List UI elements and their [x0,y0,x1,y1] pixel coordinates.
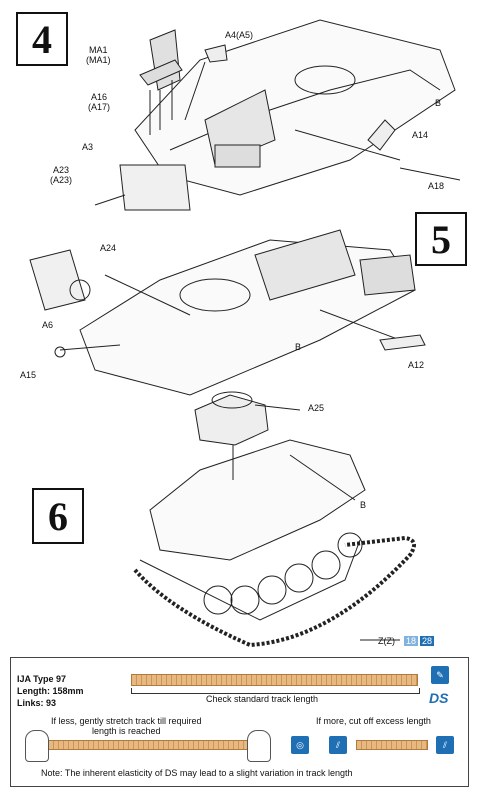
label-a15: A15 [20,370,37,380]
right-hand-icon [247,730,271,762]
step6-hull [149,439,366,561]
track-model: IJA Type 97 [17,674,67,684]
stretch-track-strip [33,740,265,750]
track-badge-28: 28 [420,636,435,646]
stretch-icon: ◎ [291,736,309,754]
label-ma1: MA1 (MA1) [86,45,111,65]
label-a4: A4(A5) [225,30,254,40]
if-less-text: If less, gently stretch track till requi… [51,716,202,736]
ds-logo: DS [429,690,449,706]
measure-line [131,688,420,694]
label-a23: A23 (A23) [50,165,73,185]
label-a6: A6 [42,320,54,330]
step-4-box: 4 [16,12,68,66]
step-6-box: 6 [32,488,84,544]
track-strip [131,674,418,686]
step-5-number: 5 [431,216,451,262]
glue-icon: ✎ [431,666,449,684]
track-links: Links: 93 [17,698,57,708]
label-a14: A14 [412,130,429,140]
track-badge-18: 18 [404,636,419,646]
step-6-number: 6 [48,493,68,539]
label-b-step4: B [435,98,442,108]
cut-track-strip [356,740,428,750]
label-a12: A12 [408,360,425,370]
step-4-number: 4 [32,16,52,62]
track-info-panel: IJA Type 97 Length: 158mm Links: 93 Chec… [10,657,469,787]
step-5-box: 5 [415,212,467,266]
track-run [133,535,416,648]
elasticity-note: Note: The inherent elasticity of DS may … [41,768,353,778]
if-more-text: If more, cut off excess length [316,716,431,726]
cut-icon-left: ⫽ [329,736,347,754]
label-a3: A3 [82,142,94,152]
label-a25: A25 [308,403,325,413]
label-b-step5: B [295,342,302,352]
check-track-text: Check standard track length [206,694,319,704]
left-hand-icon [25,730,49,762]
label-a18: A18 [428,181,445,191]
track-length: Length: 158mm [17,686,84,696]
label-b-step6: B [360,500,367,510]
label-z: Z(Z) [378,636,395,646]
label-a16: A16 (A17) [88,92,111,112]
cut-icon-right: ⫽ [436,736,454,754]
label-a24: A24 [100,243,117,253]
